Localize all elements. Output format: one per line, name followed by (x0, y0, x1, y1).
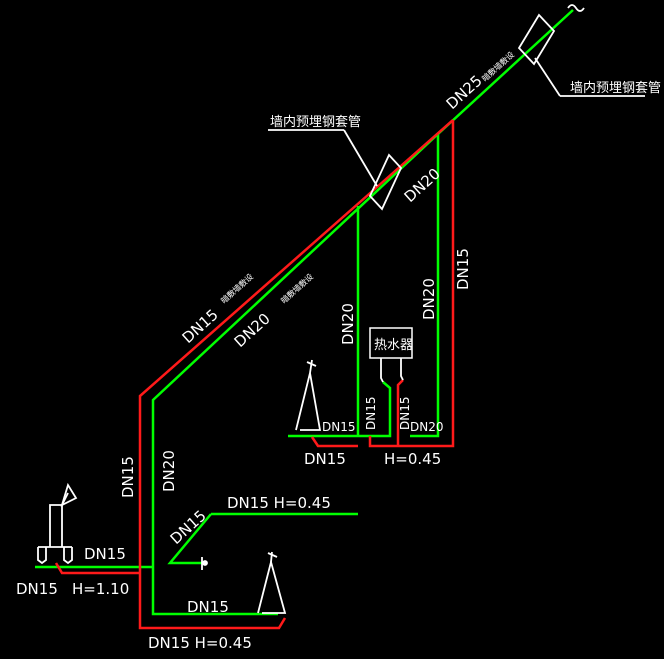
hot-water-pipes (54, 119, 455, 630)
hot-left-branch (54, 562, 140, 575)
fixtures (37, 4, 645, 614)
heater-cold-outlet (380, 358, 384, 383)
hot-mid-basin (310, 436, 358, 448)
water-heater-icon (369, 327, 413, 359)
basin-upper-stem (309, 359, 313, 374)
basin-upper-cap (306, 361, 317, 367)
cold-water-pipes (35, 9, 574, 616)
pipe-end-icon (567, 4, 585, 12)
labels: 墙内预埋钢套管 墙内预埋钢套管 热水器 DN25 暗敷墙敷设 DN20 DN15… (16, 49, 661, 652)
dn20-heater-bottom-label: DN20 (410, 420, 444, 434)
cold-heater-branch (288, 381, 392, 438)
dn15-shower-below-label: DN15 (16, 580, 58, 598)
dn15-bottom-h045-label: DN15 H=0.45 (148, 634, 252, 652)
water-heater-label: 热水器 (374, 338, 413, 353)
dn25-main-label: DN25 (443, 72, 486, 113)
dn15-heater-cold-label: DN15 (364, 397, 378, 431)
dn15-heater-hot-label: DN15 (398, 397, 412, 431)
shower-valve-icon-2 (63, 547, 73, 565)
cold-main-diagonal (151, 9, 574, 616)
shower-head-icon (60, 482, 78, 507)
hot-right-riser (368, 120, 455, 448)
wall-sleeve-mid-icon (368, 153, 403, 211)
hot-main-diagonal (138, 119, 454, 630)
sleeve-mid-label: 墙内预埋钢套管 (270, 114, 361, 130)
dn15-basin-below-label: DN15 (304, 450, 346, 468)
basin-upper-icon (295, 372, 322, 431)
dn15-bottom-basin-label: DN15 (187, 598, 229, 616)
dn15-h045-branch-label: DN15 H=0.45 (227, 494, 331, 512)
dn20-mid-vertical-label: DN20 (339, 303, 357, 345)
wall-sleeve-top-icon (517, 13, 556, 66)
dn15-right-vertical-label: DN15 (454, 248, 472, 290)
heater-hot-outlet (400, 358, 404, 381)
shower-arm (61, 492, 69, 506)
sleeve-top-leader (534, 57, 561, 97)
cold-right-riser (410, 134, 440, 438)
basin-lower-stem (270, 551, 273, 563)
hot-heater-riser (396, 379, 404, 446)
sleeve-mid-leader (343, 129, 378, 187)
dn15-shower-right-label: DN15 (84, 545, 126, 563)
basin-lower-cap (267, 552, 278, 558)
dn15-left-vertical-label: DN15 (119, 456, 137, 498)
cold-diag-branch (167, 513, 212, 565)
h110-label: H=1.10 (72, 580, 129, 598)
dn15-basin-right-label: DN15 (322, 420, 356, 434)
dn20-right-vertical-label: DN20 (420, 278, 438, 320)
shower-riser-icon (49, 504, 63, 547)
dn20-left-vertical-label: DN20 (160, 450, 178, 492)
dn20-diag-cold-label: DN20 (231, 310, 274, 351)
sleeve-top-label: 墙内预埋钢套管 (570, 80, 661, 96)
basin-lower-icon (257, 558, 287, 614)
h045-heater-label: H=0.45 (384, 450, 441, 468)
shower-valve-icon (37, 547, 47, 565)
valve-dot-icon (202, 560, 208, 566)
